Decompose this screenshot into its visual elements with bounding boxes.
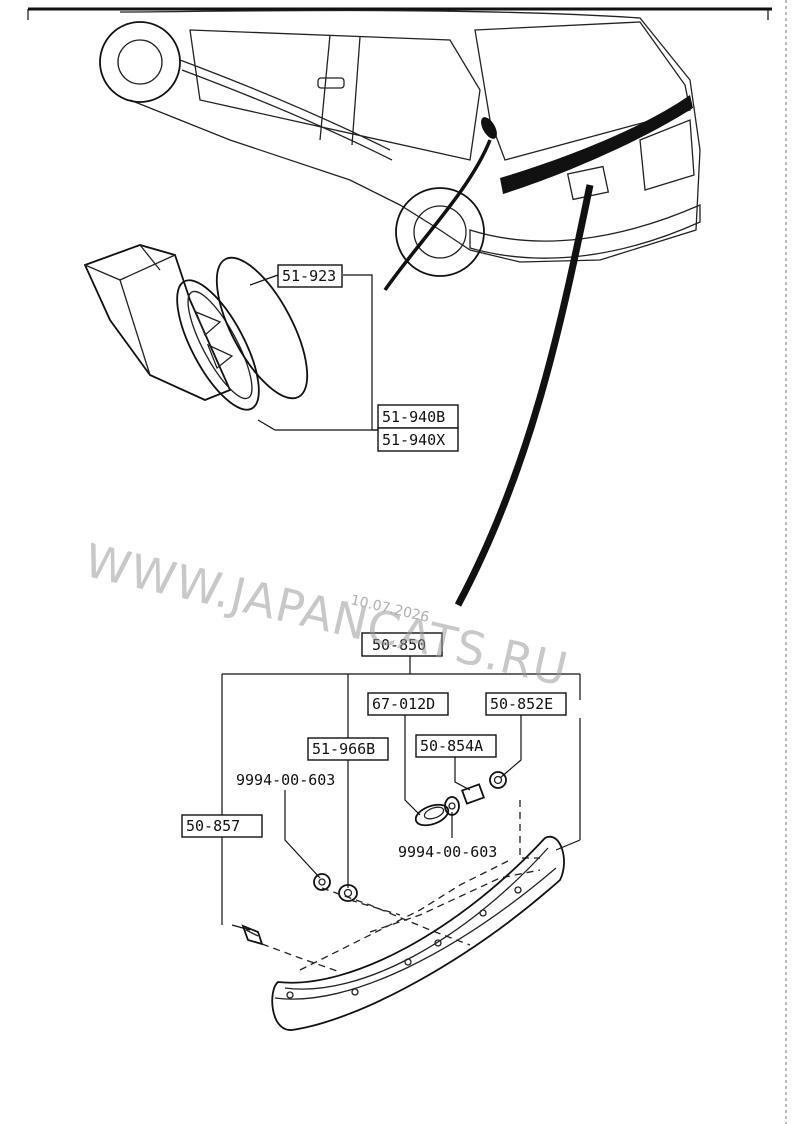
svg-text:50-850: 50-850 xyxy=(372,636,426,654)
svg-text:WWW.JAPANCATS.RU: WWW.JAPANCATS.RU xyxy=(80,533,574,697)
svg-text:50-857: 50-857 xyxy=(186,817,240,835)
page-border xyxy=(27,0,787,1124)
part-label-51-923[interactable]: 51-923 xyxy=(277,264,343,288)
leader-51-923 xyxy=(343,274,380,431)
part-label-51-940X[interactable]: 51-940X xyxy=(377,427,459,452)
svg-text:51-940X: 51-940X xyxy=(382,431,445,449)
part-label-50-850[interactable]: 50-850 xyxy=(361,632,443,657)
lamp-reference-arrow xyxy=(383,139,492,292)
svg-text:50-854A: 50-854A xyxy=(420,737,483,755)
part-label-51-966B[interactable]: 51-966B xyxy=(307,737,389,761)
svg-text:50-852E: 50-852E xyxy=(490,695,553,713)
part-label-50-854A[interactable]: 50-854A xyxy=(415,734,497,758)
svg-text:9994-00-603: 9994-00-603 xyxy=(236,771,335,789)
assembly-dash-lines xyxy=(261,800,541,973)
rear-spoiler-illustration xyxy=(271,835,565,1031)
small-part-leaders xyxy=(231,713,522,931)
part-label-50-857[interactable]: 50-857 xyxy=(181,814,263,838)
svg-text:51-966B: 51-966B xyxy=(312,740,375,758)
svg-text:51-923: 51-923 xyxy=(282,267,336,285)
svg-text:51-940B: 51-940B xyxy=(382,408,445,426)
part-label-67-012D[interactable]: 67-012D xyxy=(367,692,449,716)
leader-lamp-to-51-940 xyxy=(257,419,378,431)
svg-text:9994-00-603: 9994-00-603 xyxy=(398,843,497,861)
vehicle-rear-illustration xyxy=(99,9,701,277)
leader-lens-to-51-923 xyxy=(249,274,279,286)
watermark: WWW.JAPANCATS.RU 10.07.2026 xyxy=(80,533,574,697)
spoiler-reference-arrow xyxy=(454,184,594,607)
svg-text:67-012D: 67-012D xyxy=(372,695,435,713)
part-label-9994-00-603-left[interactable]: 9994-00-603 xyxy=(236,771,335,789)
high-mount-lamp-illustration xyxy=(83,244,309,411)
part-label-50-852E[interactable]: 50-852E xyxy=(485,692,567,716)
part-label-9994-00-603-right[interactable]: 9994-00-603 xyxy=(398,843,497,861)
part-label-51-940B[interactable]: 51-940B xyxy=(377,404,459,429)
